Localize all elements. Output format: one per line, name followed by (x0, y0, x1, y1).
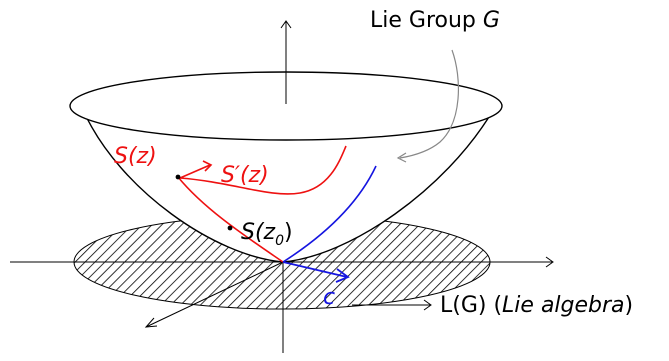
tangent-arrow-red (179, 160, 213, 179)
lie-group-label: Lie Group G (370, 8, 500, 33)
label-c: c (323, 285, 335, 310)
point-s-z (175, 174, 181, 180)
curve-s-prime (179, 145, 347, 195)
label-s-prime-z: S′(z) (221, 163, 269, 188)
lie-group-pointer (396, 49, 459, 163)
y-axis (144, 261, 284, 328)
curve-blue (282, 165, 377, 263)
z-axis-upper (280, 20, 292, 104)
lie-group-symbol: G (483, 8, 500, 33)
label-s-z: S(z) (114, 144, 157, 169)
point-s-z0 (227, 225, 233, 231)
lie-algebra-label: L(G) (Lie algebra) (440, 293, 633, 318)
lie-algebra-pointer (352, 299, 432, 311)
tangent-arrow-c (282, 261, 350, 283)
curve-s-of-z (177, 176, 284, 263)
label-s-z0: S(z0) (241, 220, 293, 249)
